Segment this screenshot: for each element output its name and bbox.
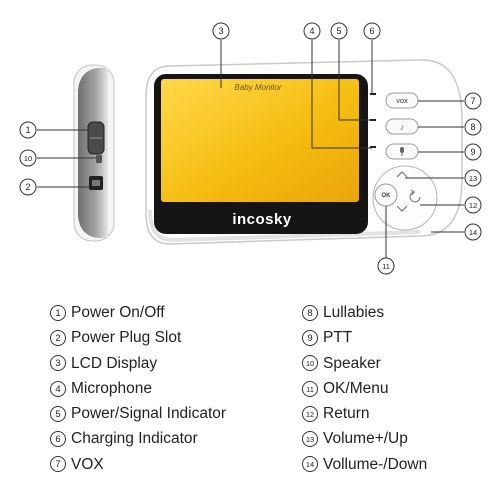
svg-text:1: 1: [25, 125, 30, 135]
navigation-pad: [372, 165, 438, 231]
legend-number: 9: [302, 329, 318, 346]
legend-number: 14: [302, 456, 318, 473]
legend-item: 10 Speaker: [302, 351, 427, 376]
front-view: Baby Monitor incosky VOX ♪ OK: [145, 59, 463, 245]
legend-item: 4 Microphone: [50, 376, 226, 401]
legend-item: 3 LCD Display: [50, 351, 226, 376]
legend-number: 5: [50, 405, 66, 422]
legend-label: VOX: [71, 455, 104, 473]
legend-label: OK/Menu: [323, 379, 389, 397]
svg-text:4: 4: [309, 26, 314, 36]
svg-text:6: 6: [369, 26, 374, 36]
legend-number: 4: [50, 380, 66, 397]
legend-item: 8 Lullabies: [302, 300, 427, 325]
charging-indicator: [370, 93, 376, 95]
legend-label: Return: [323, 405, 370, 423]
callout-7: 7: [464, 92, 482, 110]
svg-text:14: 14: [469, 228, 477, 237]
callout-3: 3: [212, 22, 230, 40]
side-view: [73, 64, 115, 242]
volume-up-arrow-icon[interactable]: [396, 171, 408, 178]
callout-1: 1: [19, 121, 37, 139]
callout-8: 8: [464, 118, 482, 136]
legend-left-column: 1 Power On/Off 2 Power Plug Slot 3 LCD Disp…: [50, 300, 226, 477]
legend-item: 14 Vollume-/Down: [302, 452, 427, 477]
legend-item: 6 Charging Indicator: [50, 426, 226, 451]
callout-14: 14: [464, 223, 482, 241]
legend-label: Lullabies: [323, 304, 385, 321]
legend-label: Volume+/Up: [323, 430, 408, 448]
legend-label: LCD Display: [71, 354, 158, 372]
legend-label: Vollume-/Down: [323, 455, 428, 473]
svg-text:3: 3: [218, 26, 223, 36]
callout-11: 11: [377, 257, 395, 275]
callout-10: 10: [19, 149, 37, 167]
leader-line-4: [311, 40, 372, 149]
legend-item: 5 Power/Signal Indicator: [50, 401, 226, 426]
brand-logo: incosky: [232, 211, 292, 228]
leader-lines: [37, 40, 464, 258]
speaker-grille: [96, 155, 102, 163]
microphone: [370, 146, 376, 148]
baby-monitor-diagram: Baby Monitor incosky VOX ♪ OK: [19, 22, 482, 275]
svg-text:5: 5: [336, 26, 341, 36]
svg-text:2: 2: [25, 182, 30, 192]
volume-down-arrow-icon[interactable]: [396, 205, 408, 212]
legend-item: 13 Volume+/Up: [302, 426, 427, 451]
legend-label: Speaker: [323, 354, 381, 372]
legend-label: Power On/Off: [71, 304, 165, 321]
legend-number: 1: [50, 304, 66, 321]
ok-button-label: OK: [382, 193, 392, 199]
callouts: 1 10 2 3 4 5 6 7 8 9 13 12 14 11: [19, 22, 482, 275]
leader-line-5: [338, 40, 372, 121]
svg-text:13: 13: [469, 174, 477, 183]
legend-label: Power/Signal Indicator: [71, 405, 227, 423]
callout-4: 4: [303, 22, 321, 40]
svg-text:8: 8: [470, 122, 475, 132]
legend-item: 1 Power On/Off: [50, 300, 226, 325]
legend-right-column: 8 Lullabies 9 PTT 10 Speaker 11 OK/Menu 12 Re…: [302, 300, 427, 477]
svg-text:7: 7: [470, 96, 475, 106]
svg-text:10: 10: [24, 154, 32, 163]
legend-number: 12: [302, 405, 318, 422]
svg-text:9: 9: [470, 147, 475, 157]
legend-label: Charging Indicator: [71, 430, 198, 448]
return-arrow-icon[interactable]: [409, 189, 421, 203]
legend-label: Microphone: [71, 379, 152, 397]
legend-number: 6: [50, 431, 66, 448]
legend-item: 9 PTT: [302, 325, 427, 350]
callout-2: 2: [19, 178, 37, 196]
svg-text:11: 11: [382, 262, 390, 271]
callout-9: 9: [464, 143, 482, 161]
legend-item: 7 VOX: [50, 452, 226, 477]
callout-13: 13: [464, 169, 482, 187]
microphone-icon: [400, 147, 404, 156]
legend-item: 2 Power Plug Slot: [50, 325, 226, 350]
callout-5: 5: [330, 22, 348, 40]
callout-12: 12: [464, 196, 482, 214]
power-plug-slot-inner: [92, 180, 100, 186]
legend-item: 12 Return: [302, 401, 427, 426]
callout-6: 6: [363, 22, 381, 40]
screen-text: Baby Monitor: [234, 83, 281, 92]
legend-number: 8: [302, 304, 318, 321]
legend-number: 10: [302, 355, 318, 372]
legend-number: 2: [50, 329, 66, 346]
legend-number: 3: [50, 355, 66, 372]
monitor-body-shadow: [148, 209, 421, 243]
lcd-display: [161, 79, 359, 202]
legend-item: 11 OK/Menu: [302, 376, 427, 401]
svg-text:12: 12: [469, 201, 477, 210]
legend-number: 7: [50, 456, 66, 473]
power-signal-indicator: [370, 119, 376, 121]
legend-number: 13: [302, 431, 318, 448]
legend-number: 11: [302, 380, 318, 397]
legend-label: Power Plug Slot: [71, 329, 182, 347]
legend-label: PTT: [323, 329, 353, 347]
music-note-icon: ♪: [400, 122, 405, 132]
vox-button-label: VOX: [396, 99, 408, 105]
